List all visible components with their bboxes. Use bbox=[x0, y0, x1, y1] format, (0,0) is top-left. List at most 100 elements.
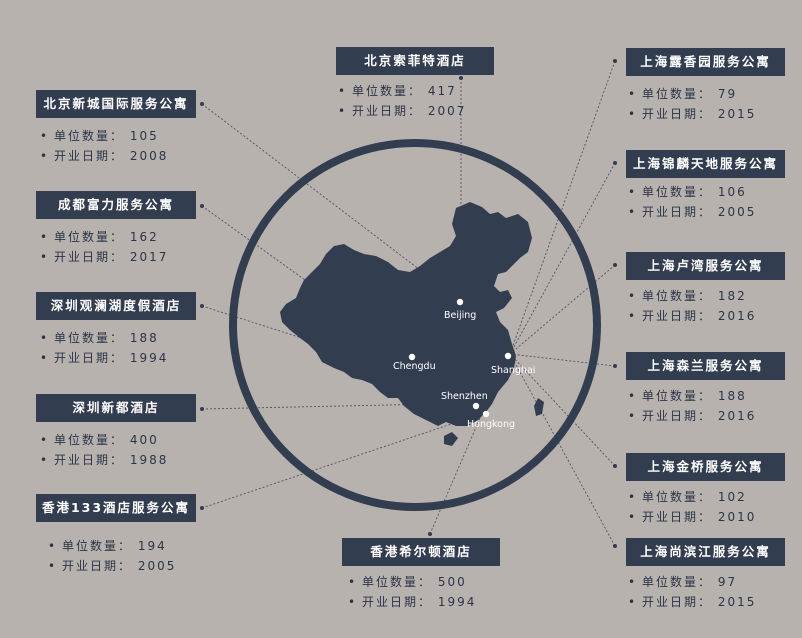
city-dot-hongkong bbox=[482, 410, 490, 418]
hotel-name: 上海露香园服务公寓 bbox=[626, 48, 785, 76]
hotel-info: 单位数量： 182 开业日期： 2016 bbox=[626, 286, 785, 326]
units-label: 单位数量： bbox=[642, 289, 713, 303]
leader-line bbox=[201, 205, 313, 286]
leader-dot bbox=[200, 407, 204, 411]
opened-label: 开业日期： bbox=[642, 510, 713, 524]
opened-row: 开业日期： 2007 bbox=[338, 101, 494, 121]
opened-label: 开业日期： bbox=[54, 250, 125, 264]
opened-label: 开业日期： bbox=[54, 453, 125, 467]
hotel-name: 上海金桥服务公寓 bbox=[626, 453, 785, 481]
hotel-name: 北京索菲特酒店 bbox=[336, 47, 494, 75]
units-row: 单位数量： 400 bbox=[40, 430, 196, 450]
units-row: 单位数量： 97 bbox=[628, 572, 785, 592]
hotel-name: 深圳观澜湖度假酒店 bbox=[36, 292, 196, 320]
opened-value: 2017 bbox=[129, 250, 169, 264]
units-label: 单位数量： bbox=[642, 490, 713, 504]
opened-value: 2008 bbox=[129, 149, 169, 163]
hotel-name: 香港希尔顿酒店 bbox=[342, 538, 500, 566]
city-dots bbox=[408, 298, 512, 418]
hotel-card: 上海锦麟天地服务公寓 单位数量： 106 开业日期： 2005 bbox=[626, 150, 785, 222]
units-label: 单位数量： bbox=[54, 433, 125, 447]
units-value: 400 bbox=[129, 433, 159, 447]
hotel-info: 单位数量： 79 开业日期： 2015 bbox=[626, 84, 785, 124]
opened-label: 开业日期： bbox=[54, 149, 125, 163]
hotel-card: 北京索菲特酒店 单位数量： 417 开业日期： 2007 bbox=[336, 47, 494, 121]
opened-row: 开业日期： 1988 bbox=[40, 450, 196, 470]
opened-value: 2016 bbox=[717, 309, 757, 323]
opened-label: 开业日期： bbox=[642, 107, 713, 121]
hotel-info: 单位数量： 500 开业日期： 1994 bbox=[342, 572, 500, 612]
opened-value: 2016 bbox=[717, 409, 757, 423]
opened-value: 2005 bbox=[137, 559, 177, 573]
leader-dot bbox=[613, 161, 617, 165]
opened-label: 开业日期： bbox=[642, 409, 713, 423]
leader-dot bbox=[613, 263, 617, 267]
city-dot-shenzhen bbox=[472, 402, 480, 410]
units-row: 单位数量： 79 bbox=[628, 84, 785, 104]
units-row: 单位数量： 102 bbox=[628, 487, 785, 507]
city-label-shanghai: Shanghai bbox=[491, 365, 536, 376]
units-label: 单位数量： bbox=[642, 185, 713, 199]
leader-dot bbox=[200, 304, 204, 308]
units-row: 单位数量： 162 bbox=[40, 227, 196, 247]
opened-row: 开业日期： 1994 bbox=[348, 592, 500, 612]
hotel-name: 上海锦麟天地服务公寓 bbox=[626, 150, 785, 178]
units-value: 162 bbox=[129, 230, 159, 244]
hotel-info: 单位数量： 188 开业日期： 2016 bbox=[626, 386, 785, 426]
opened-label: 开业日期： bbox=[352, 104, 423, 118]
opened-value: 1988 bbox=[129, 453, 169, 467]
units-row: 单位数量： 106 bbox=[628, 182, 785, 202]
china-map-shape bbox=[280, 202, 532, 426]
city-label-shenzhen: Shenzhen bbox=[441, 391, 488, 402]
hotel-card: 上海尚滨江服务公寓 单位数量： 97 开业日期： 2015 bbox=[626, 538, 785, 612]
city-label-hongkong: Hongkong bbox=[467, 419, 516, 430]
hotel-name: 香港133酒店服务公寓 bbox=[36, 494, 196, 522]
opened-row: 开业日期： 1994 bbox=[40, 348, 196, 368]
hotel-info: 单位数量： 194 开业日期： 2005 bbox=[36, 536, 196, 576]
hotel-name: 上海尚滨江服务公寓 bbox=[626, 538, 785, 566]
hotel-card: 香港133酒店服务公寓 单位数量： 194 开业日期： 2005 bbox=[36, 494, 196, 576]
hotel-info: 单位数量： 417 开业日期： 2007 bbox=[336, 81, 494, 121]
opened-value: 2007 bbox=[427, 104, 467, 118]
opened-value: 2015 bbox=[717, 107, 757, 121]
leader-dot bbox=[200, 506, 204, 510]
units-row: 单位数量： 417 bbox=[338, 81, 494, 101]
units-value: 97 bbox=[717, 575, 738, 589]
opened-value: 1994 bbox=[437, 595, 477, 609]
city-dot-chengdu bbox=[408, 353, 416, 361]
leader-dot bbox=[613, 464, 617, 468]
hotel-name: 北京新城国际服务公寓 bbox=[36, 90, 196, 118]
hotel-info: 单位数量： 106 开业日期： 2005 bbox=[626, 182, 785, 222]
leader-line bbox=[509, 353, 616, 467]
opened-label: 开业日期： bbox=[54, 351, 125, 365]
hotel-name: 上海卢湾服务公寓 bbox=[626, 252, 785, 280]
hotel-info: 单位数量： 97 开业日期： 2015 bbox=[626, 572, 785, 612]
opened-row: 开业日期： 2005 bbox=[628, 202, 785, 222]
units-row: 单位数量： 105 bbox=[40, 126, 196, 146]
opened-label: 开业日期： bbox=[642, 595, 713, 609]
units-label: 单位数量： bbox=[54, 129, 125, 143]
hotel-card: 上海露香园服务公寓 单位数量： 79 开业日期： 2015 bbox=[626, 48, 785, 124]
opened-row: 开业日期： 2016 bbox=[628, 306, 785, 326]
units-value: 417 bbox=[427, 84, 457, 98]
opened-value: 2005 bbox=[717, 205, 757, 219]
units-value: 188 bbox=[717, 389, 747, 403]
hotel-info: 单位数量： 400 开业日期： 1988 bbox=[36, 430, 196, 470]
units-label: 单位数量： bbox=[642, 87, 713, 101]
city-label-chengdu: Chengdu bbox=[393, 361, 436, 372]
leader-dot bbox=[200, 102, 204, 106]
hotel-card: 成都富力服务公寓 单位数量： 162 开业日期： 2017 bbox=[36, 191, 196, 267]
leader-dot bbox=[428, 532, 432, 536]
hotel-card: 深圳新都酒店 单位数量： 400 开业日期： 1988 bbox=[36, 394, 196, 470]
opened-value: 2010 bbox=[717, 510, 757, 524]
leader-line bbox=[201, 305, 309, 341]
leader-line bbox=[509, 264, 616, 355]
units-label: 单位数量： bbox=[352, 84, 423, 98]
units-label: 单位数量： bbox=[642, 389, 713, 403]
hotel-card: 深圳观澜湖度假酒店 单位数量： 188 开业日期： 1994 bbox=[36, 292, 196, 368]
hotel-card: 上海卢湾服务公寓 单位数量： 182 开业日期： 2016 bbox=[626, 252, 785, 326]
hotel-info: 单位数量： 105 开业日期： 2008 bbox=[36, 126, 196, 166]
units-value: 79 bbox=[717, 87, 738, 101]
leader-line bbox=[201, 414, 479, 509]
